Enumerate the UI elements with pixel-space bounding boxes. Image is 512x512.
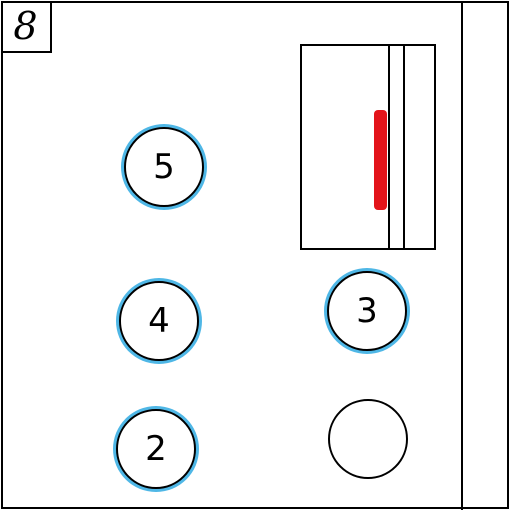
floor-button-3[interactable]: 3 [327,271,407,351]
door-seam-left [388,46,390,248]
right-rail-divider [461,1,463,510]
floor-indicator-number: 8 [13,4,38,48]
floor-button-5[interactable]: 5 [124,127,204,207]
elevator-door[interactable] [300,44,436,250]
floor-button-4[interactable]: 4 [119,281,199,361]
floor-button-2[interactable]: 2 [116,409,196,489]
floor-button-label: 3 [356,291,378,331]
door-handle[interactable] [374,110,387,210]
floor-button-label: 2 [145,429,167,469]
floor-button-label: 4 [148,301,170,341]
floor-indicator: 8 [1,1,52,53]
floor-button-label: 5 [153,147,175,187]
floor-button-unlabeled[interactable] [328,399,408,479]
door-seam-right [403,46,405,248]
